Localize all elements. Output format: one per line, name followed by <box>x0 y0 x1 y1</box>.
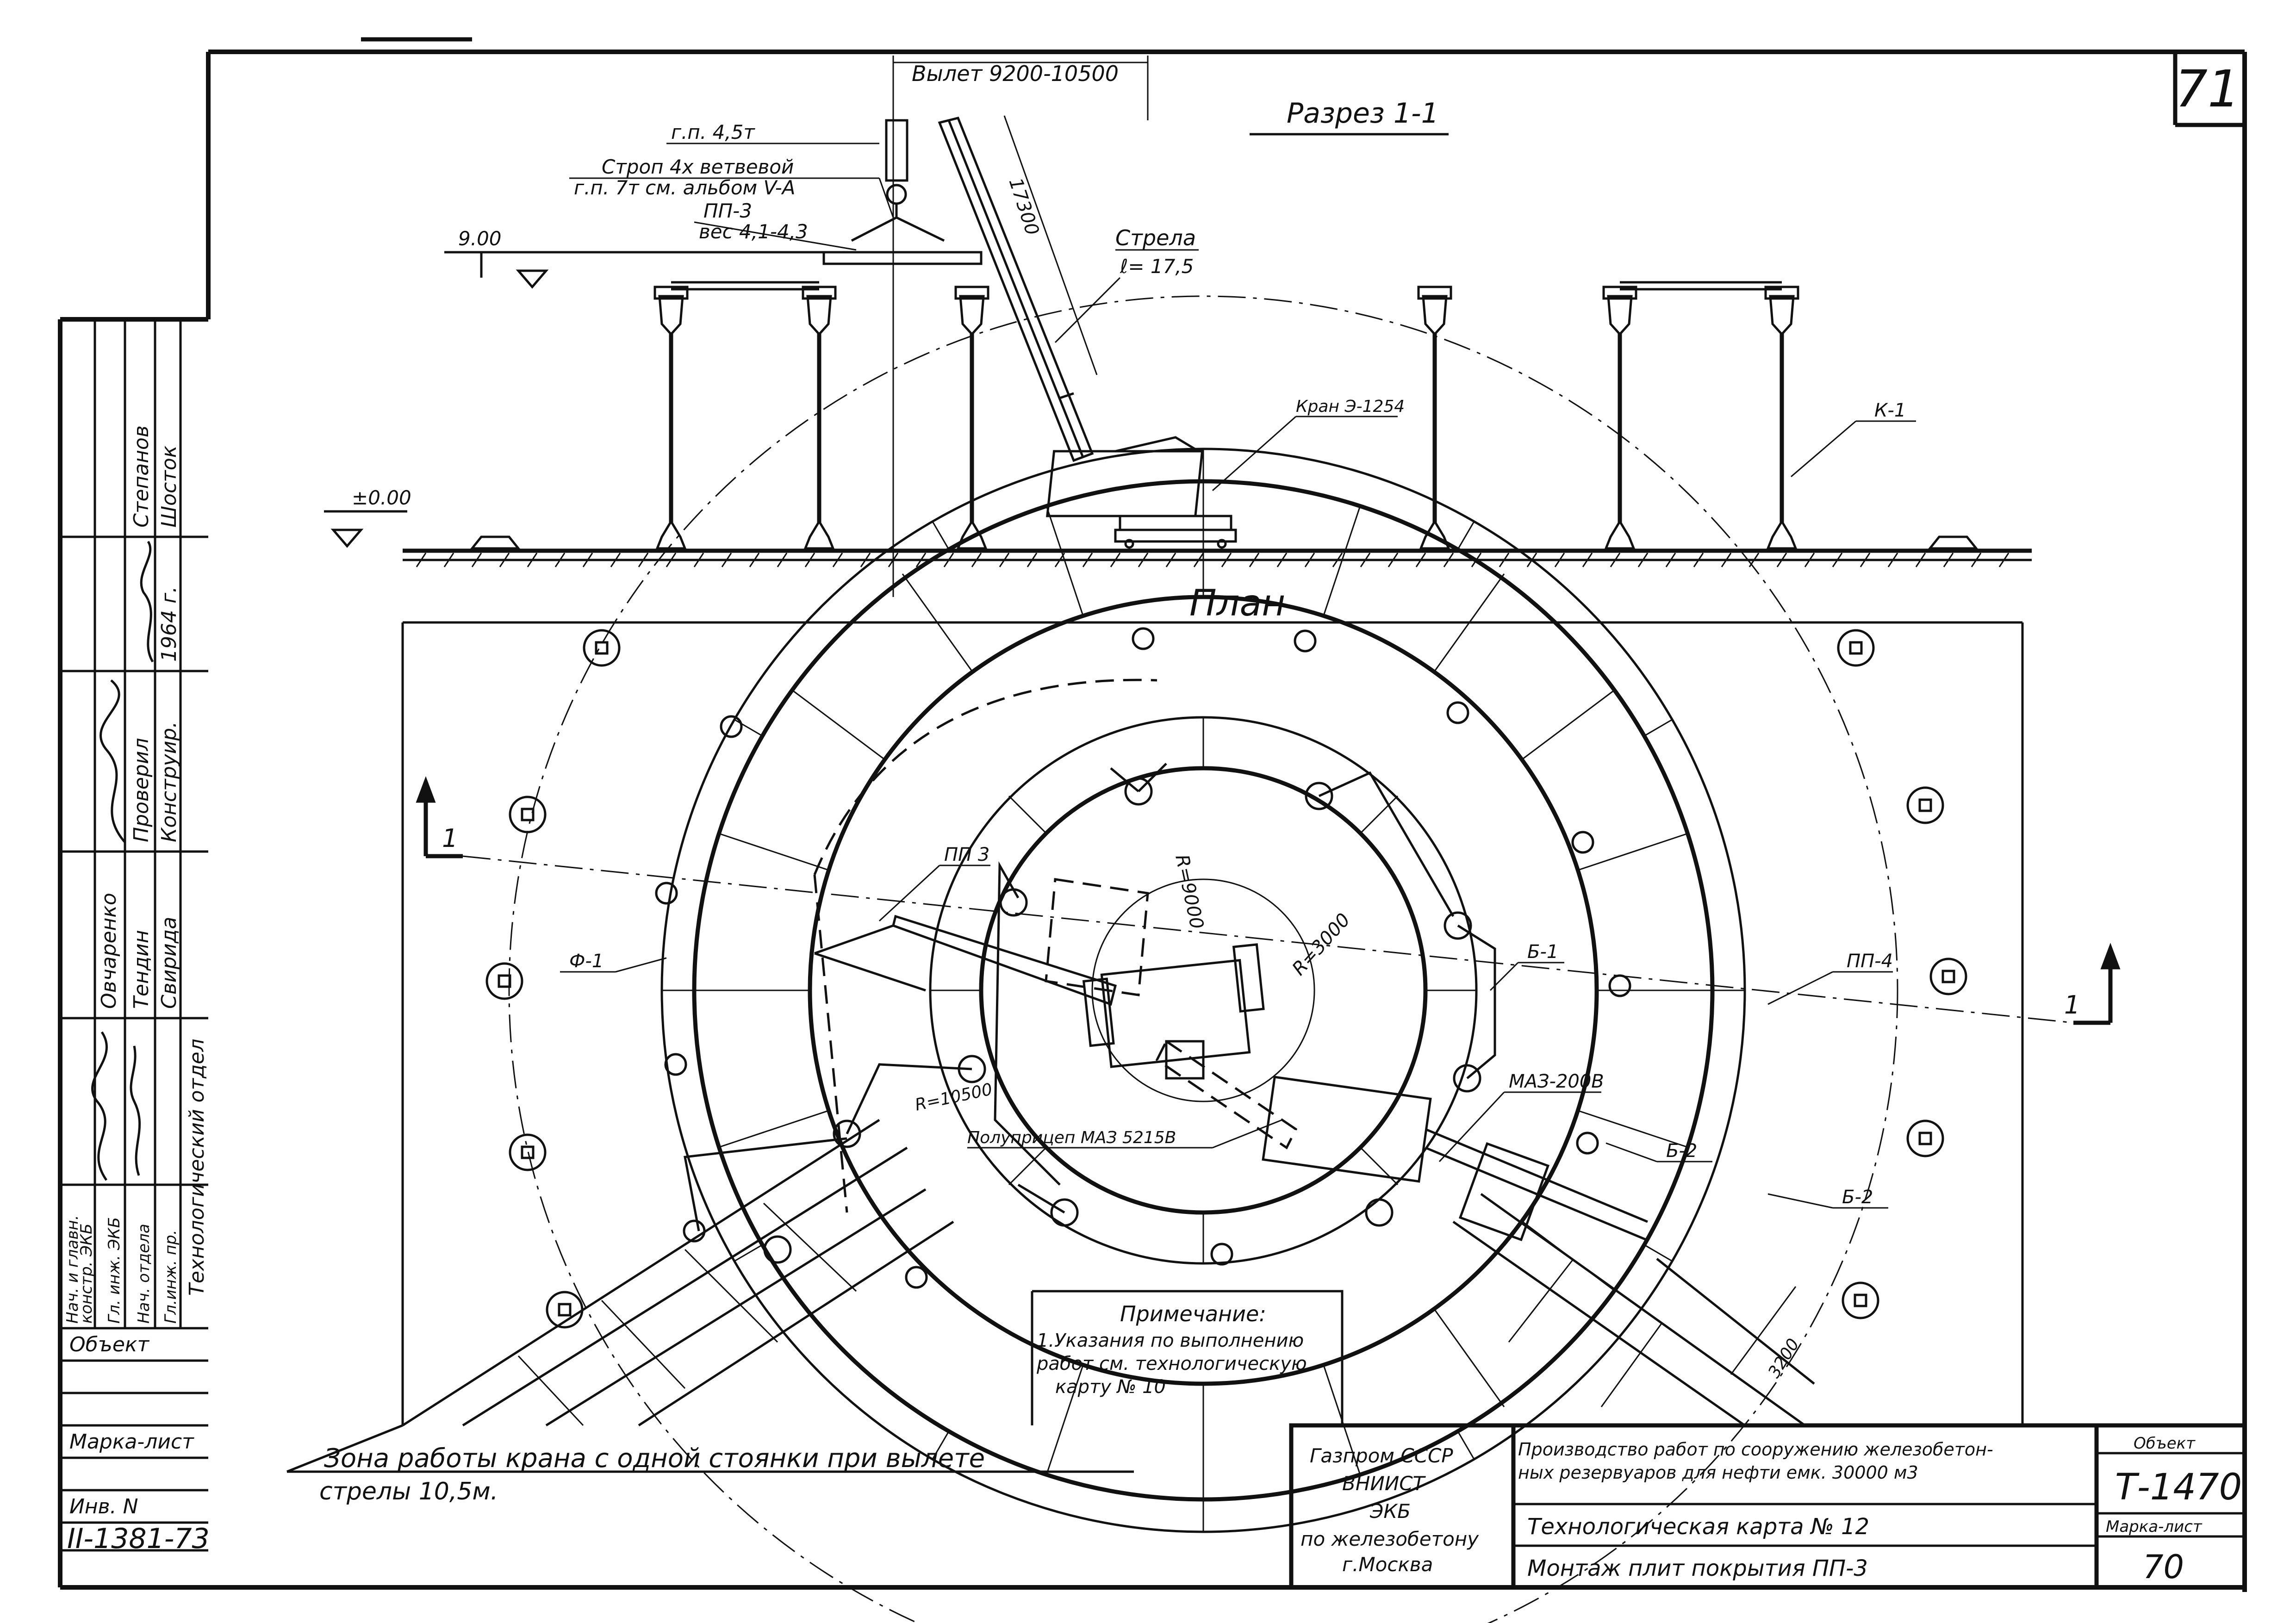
crane-plan <box>814 878 1298 1150</box>
side-stamp: Нач. и главн. констр. ЭКБ Гл. инж. ЭКБ Н… <box>60 319 210 1555</box>
operation-title: Монтаж плит покрытия ПП-3 <box>1527 1555 1868 1581</box>
sling-label: Строп 4х ветвевой <box>602 155 794 178</box>
inner-columns <box>763 777 1481 1264</box>
reach-label: Вылет 9200-10500 <box>912 61 1119 86</box>
column-label: К-1 <box>1874 400 1906 421</box>
object-label: Объект <box>2134 1434 2196 1453</box>
org-line4: по железобетону <box>1300 1528 1479 1550</box>
level-top: 9.00 <box>458 227 502 250</box>
label-b2b: Б-2 <box>1842 1187 1873 1208</box>
stamp-row1b: констр. ЭКБ <box>77 1224 96 1324</box>
label-pp3: ПП 3 <box>944 844 989 865</box>
stamp-row3: Нач. отдела <box>135 1224 153 1324</box>
label-maz2008: МАЗ-200В <box>1509 1071 1604 1092</box>
note-line2: работ см. технологическую <box>1036 1353 1307 1374</box>
stamp-row1a: Нач. и главн. <box>63 1215 82 1324</box>
plan-view: План <box>401 295 2121 1623</box>
stamp-name3: Свирида <box>157 917 181 1009</box>
org-line3: ЭКБ <box>1369 1500 1411 1523</box>
cut-mark-right: 1 <box>2064 990 2080 1020</box>
zone-caption: Зона работы крана с одной стоянки при вы… <box>286 1424 1134 1505</box>
hook-and-sling <box>822 119 983 265</box>
stamp-inv: Инв. N <box>69 1495 138 1518</box>
note-line1: 1.Указания по выполнению <box>1037 1330 1304 1351</box>
signature-2 <box>130 1045 141 1176</box>
truck <box>1262 1076 1648 1242</box>
stamp-inv-value: II-1381-73 <box>67 1523 210 1555</box>
note-line3: карту № 10 <box>1055 1376 1166 1398</box>
sling-ref: г.п. 7т см. альбом V-А <box>574 176 796 199</box>
radial-beams <box>684 763 1496 1231</box>
object-value: Т-1470 <box>2115 1467 2242 1508</box>
note-box: Примечание: 1.Указания по выполнению раб… <box>1031 1290 1344 1425</box>
project-line1: Производство работ по сооружению железоб… <box>1518 1439 1993 1460</box>
label-f1: Ф-1 <box>569 951 604 972</box>
stamp-check: Проверил <box>130 738 153 842</box>
stamp-row4: Гл.инж. пр. <box>162 1230 180 1324</box>
stamp-name2: Тендин <box>130 930 153 1009</box>
stamp-name5: Шосток <box>157 445 181 528</box>
card-title: Технологическая карта № 12 <box>1527 1514 1869 1540</box>
stamp-name1: Овчаренко <box>97 893 121 1009</box>
org-line2: ВНИИСТ <box>1342 1472 1426 1495</box>
mark-sheet-value: 70 <box>2143 1548 2184 1586</box>
label-b1: Б-1 <box>1527 941 1558 963</box>
org-line5: г.Москва <box>1342 1553 1433 1576</box>
columns <box>469 281 1979 550</box>
crane-label: Кран Э-1254 <box>1296 397 1405 416</box>
level-zero: ±0.00 <box>352 486 411 509</box>
boom-label: Стрела <box>1115 225 1196 250</box>
zone-caption-line2: стрелы 10,5м. <box>319 1478 498 1505</box>
outer-slab-joints <box>662 449 1745 1532</box>
mark-sheet-label: Марка-лист <box>2106 1517 2203 1536</box>
label-pp4: ПП-4 <box>1847 951 1893 972</box>
sheet-number: 71 <box>2175 59 2240 118</box>
stamp-object: Объект <box>69 1333 150 1356</box>
stamp-name4: Степанов <box>130 425 153 528</box>
section-1-1: Разрез 1-1 Вылет 9200-10500 9.00 ±0.00 <box>324 56 2032 597</box>
cut-mark-left: 1 <box>442 824 458 853</box>
cut-marker-left <box>416 776 463 858</box>
label-b2a: Б-2 <box>1666 1140 1697 1162</box>
signature-1 <box>91 1031 108 1181</box>
zone-caption-line1: Зона работы крана с одной стоянки при вы… <box>324 1443 985 1474</box>
stamp-year: 1964 г. <box>157 586 181 662</box>
stamp-mark-sheet: Марка-лист <box>69 1430 194 1454</box>
project-line2: ных резервуаров для нефти емк. 30000 м3 <box>1518 1462 1918 1483</box>
stamp-design: Конструир. <box>157 721 181 842</box>
org-line1: Газпром СССР <box>1310 1444 1453 1467</box>
cut-marker-right <box>2073 943 2121 1025</box>
stamp-dept: Технологический отдел <box>185 1038 209 1296</box>
hook-label: г.п. 4,5т <box>671 121 755 143</box>
section-title: Разрез 1-1 <box>1287 97 1439 130</box>
label-semitrailer: Полуприцеп МАЗ 5215В <box>967 1128 1176 1147</box>
sheet-number-box: 71 <box>2173 52 2245 127</box>
panel-label: ПП-3 <box>703 199 752 222</box>
crane <box>938 117 1237 549</box>
boom-length: ℓ= 17,5 <box>1120 255 1194 278</box>
signature-3 <box>99 679 126 843</box>
ring-columns <box>655 627 1631 1289</box>
stamp-row2: Гл. инж. ЭКБ <box>105 1217 124 1324</box>
access-ramps <box>402 1119 1815 1427</box>
note-heading: Примечание: <box>1120 1301 1266 1326</box>
signature-4 <box>140 541 154 663</box>
title-block: Газпром СССР ВНИИСТ ЭКБ по железобетону … <box>1289 1423 2247 1590</box>
